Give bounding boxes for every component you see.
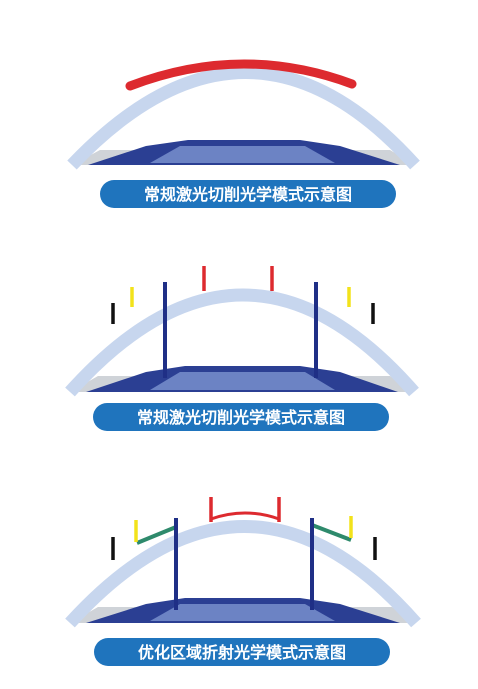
caption-text: 常规激光切削光学模式示意图 (144, 185, 352, 204)
optical-zone-red (210, 511, 280, 521)
caption-pill (100, 180, 396, 208)
panel-3: 优化区域折射光学模式示意图 (65, 497, 421, 666)
cornea-arc (65, 520, 421, 628)
cornea-arc (65, 288, 419, 397)
caption-text: 常规激光切削光学模式示意图 (137, 408, 345, 427)
caption-panel-1: 常规激光切削光学模式示意图 (100, 180, 396, 208)
lens-center (150, 604, 335, 621)
lens-center (150, 146, 335, 163)
panel-2: 常规激光切削光学模式示意图 (65, 266, 419, 431)
lens-center (150, 372, 335, 390)
caption-text: 优化区域折射光学模式示意图 (138, 643, 346, 662)
panel-1: 常规激光切削光学模式示意图 (67, 59, 420, 208)
caption-pill (93, 403, 389, 431)
transition-zone-green-right (311, 523, 352, 542)
ablation-zone-red (125, 59, 357, 91)
transition-zone-green-left (136, 525, 177, 545)
caption-pill (94, 638, 390, 666)
caption-panel-2: 常规激光切削光学模式示意图 (93, 403, 389, 431)
cornea-arc (67, 66, 420, 170)
caption-panel-3: 优化区域折射光学模式示意图 (94, 638, 390, 666)
